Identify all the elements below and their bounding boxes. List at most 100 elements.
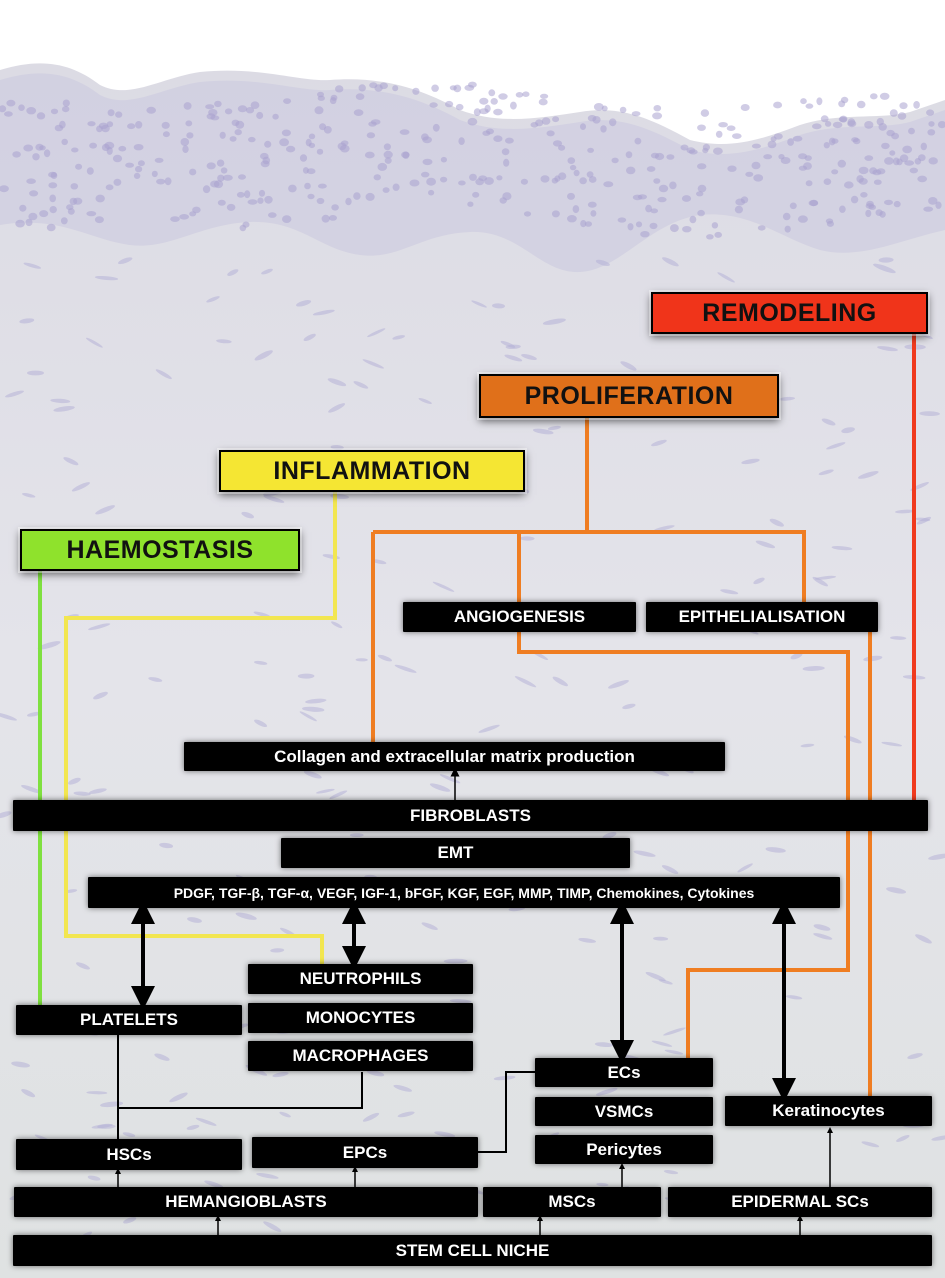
nucleus <box>88 788 107 794</box>
nucleus <box>377 162 388 171</box>
nucleus <box>5 390 24 398</box>
nucleus <box>664 1049 684 1055</box>
nucleus <box>464 84 475 91</box>
nucleus <box>46 223 56 232</box>
nucleus <box>302 706 325 712</box>
nucleus <box>331 204 339 211</box>
nucleus <box>355 658 368 662</box>
nucleus <box>802 666 825 671</box>
nucleus <box>95 194 105 203</box>
nucleus <box>632 194 643 201</box>
nucleus <box>484 177 494 185</box>
nucleus <box>928 121 935 127</box>
nucleus <box>315 788 335 794</box>
nucleus <box>732 133 742 140</box>
nucleus <box>904 160 915 166</box>
nucleus <box>91 1123 113 1129</box>
angiogenesis-box: ANGIOGENESIS <box>403 602 636 632</box>
nucleus <box>538 98 548 106</box>
nucleus <box>587 147 594 153</box>
nucleus <box>170 216 180 223</box>
nucleus <box>87 121 96 127</box>
nucleus <box>434 1131 456 1138</box>
nucleus <box>156 178 166 185</box>
nucleus <box>751 143 761 149</box>
nucleus <box>382 187 390 193</box>
nucleus <box>825 218 834 224</box>
nucleus <box>236 191 245 198</box>
nucleus <box>860 192 868 198</box>
nucleus <box>18 104 25 111</box>
nucleus <box>646 166 656 172</box>
nucleus <box>881 741 902 747</box>
nucleus <box>133 144 144 151</box>
nucleus <box>467 201 474 207</box>
nucleus <box>365 192 375 201</box>
nucleus <box>305 698 327 704</box>
fibroblasts-box: FIBROBLASTS <box>13 800 928 831</box>
nucleus <box>891 132 899 140</box>
nucleus <box>895 509 915 514</box>
nucleus <box>935 201 942 209</box>
nucleus <box>254 660 268 665</box>
nucleus <box>820 115 829 123</box>
nucleus <box>902 145 913 154</box>
nucleus <box>118 257 133 265</box>
nucleus <box>653 178 661 184</box>
nucleus <box>697 184 707 193</box>
nucleus <box>741 458 760 465</box>
collagen-production-box: Collagen and extracellular matrix produc… <box>184 742 725 771</box>
nucleus <box>94 216 104 224</box>
nucleus <box>546 130 555 137</box>
nucleus <box>422 136 432 144</box>
nucleus <box>220 167 228 174</box>
nucleus <box>297 673 315 679</box>
nucleus <box>737 863 753 873</box>
nucleus <box>658 184 669 193</box>
nucleus <box>558 144 566 151</box>
nucleus <box>542 318 566 325</box>
nucleus <box>800 743 815 748</box>
nucleus <box>552 676 568 687</box>
nucleus <box>520 178 529 185</box>
nucleus <box>70 183 79 190</box>
nucleus <box>353 192 361 200</box>
nucleus <box>727 165 737 172</box>
nucleus <box>650 208 658 214</box>
emt-box: EMT <box>281 838 630 868</box>
nucleus <box>43 149 51 158</box>
nucleus <box>283 98 292 104</box>
nucleus <box>620 361 637 371</box>
nucleus <box>521 354 537 360</box>
nucleus <box>780 157 791 164</box>
nucleus <box>532 428 554 435</box>
nucleus <box>321 214 330 223</box>
nucleus <box>923 206 934 212</box>
hemangioblasts-box: HEMANGIOBLASTS <box>14 1187 478 1217</box>
nucleus <box>256 111 264 120</box>
epcs-box: EPCs <box>252 1137 478 1168</box>
nucleus <box>127 123 136 130</box>
neutrophils-box: NEUTROPHILS <box>248 964 473 994</box>
nucleus <box>688 149 698 155</box>
nucleus <box>250 101 260 109</box>
nucleus <box>349 833 364 838</box>
nucleus <box>479 97 489 105</box>
nucleus <box>64 889 78 894</box>
nucleus <box>307 193 315 200</box>
nucleus <box>367 328 386 338</box>
nucleus <box>663 1027 686 1036</box>
nucleus <box>337 142 347 151</box>
nucleus <box>514 676 537 688</box>
nucleus <box>96 125 103 133</box>
nucleus <box>866 200 874 207</box>
nucleus <box>377 654 392 662</box>
nucleus <box>927 129 936 136</box>
nucleus <box>841 427 855 434</box>
nucleus <box>393 1084 412 1092</box>
nucleus <box>0 185 9 193</box>
nucleus <box>792 135 803 142</box>
nucleus <box>931 1135 945 1141</box>
nucleus <box>426 177 436 186</box>
nucleus <box>279 1111 291 1118</box>
